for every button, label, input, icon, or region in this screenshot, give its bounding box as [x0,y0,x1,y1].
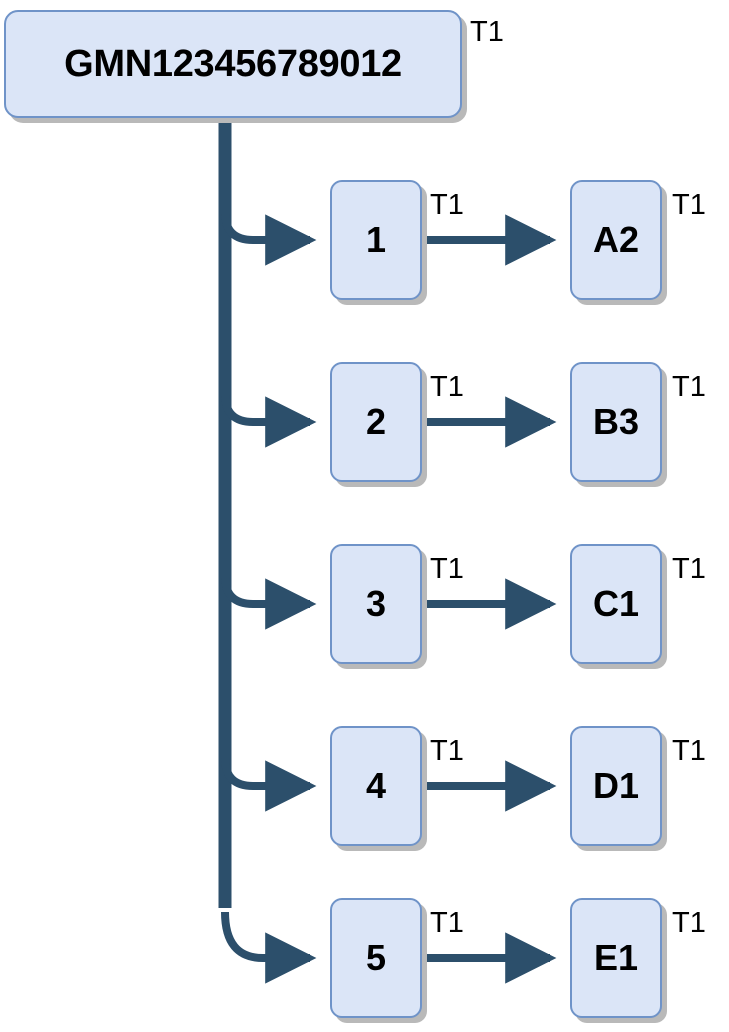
node-mid-2-badge: T1 [430,371,464,403]
node-mid-5-badge: T1 [430,907,464,939]
node-leaf-5[interactable]: E1 [570,898,662,1018]
node-leaf-4[interactable]: D1 [570,726,662,846]
node-mid-3-badge: T1 [430,553,464,585]
node-mid-4-label: 4 [365,765,387,806]
node-mid-5-label: 5 [365,937,387,978]
node-mid-3[interactable]: 3 [330,544,422,664]
branch-edge-4 [221,757,317,812]
node-leaf-4-label: D1 [592,765,640,806]
node-mid-1-label: 1 [365,219,387,260]
node-mid-1[interactable]: 1 [330,180,422,300]
node-leaf-5-badge: T1 [672,907,706,939]
branch-edge-2 [221,393,317,448]
node-leaf-2[interactable]: B3 [570,362,662,482]
node-leaf-4-badge: T1 [672,735,706,767]
node-root-label: GMN123456789012 [64,43,402,85]
branch-edge-1 [221,211,317,266]
node-leaf-3-badge: T1 [672,553,706,585]
node-leaf-1-badge: T1 [672,189,706,221]
node-mid-3-label: 3 [365,583,387,624]
node-mid-2[interactable]: 2 [330,362,422,482]
node-leaf-2-badge: T1 [672,371,706,403]
node-mid-4-badge: T1 [430,735,464,767]
node-leaf-1-label: A2 [592,219,640,260]
node-leaf-5-label: E1 [593,937,639,978]
node-mid-5[interactable]: 5 [330,898,422,1018]
node-mid-1-badge: T1 [430,189,464,221]
node-leaf-1[interactable]: A2 [570,180,662,300]
node-mid-2-label: 2 [365,401,387,442]
node-leaf-3[interactable]: C1 [570,544,662,664]
node-leaf-3-label: C1 [592,583,640,624]
node-mid-4[interactable]: 4 [330,726,422,846]
node-leaf-2-label: B3 [592,401,640,442]
branch-edge-3 [221,575,317,630]
branch-edge-5 [221,911,317,984]
node-root-badge: T1 [470,16,504,48]
node-root[interactable]: GMN123456789012 [4,10,462,118]
